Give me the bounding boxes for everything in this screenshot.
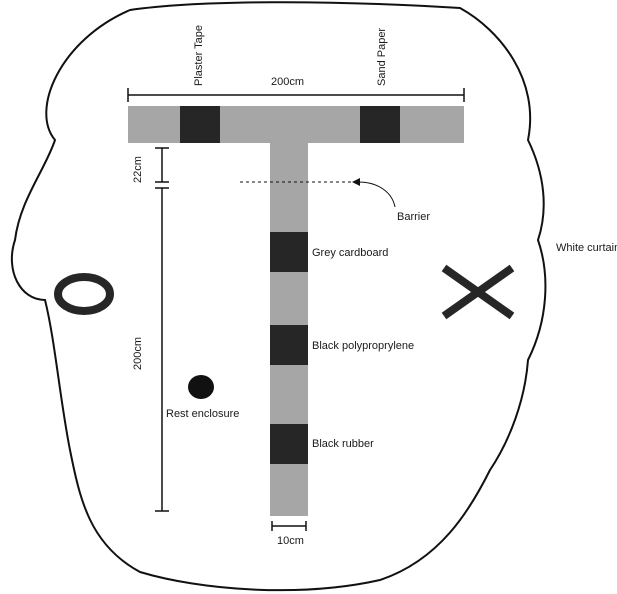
black-rubber-patch — [270, 424, 308, 464]
black-rubber-label: Black rubber — [312, 438, 374, 450]
sand-paper-label: Sand Paper — [376, 27, 388, 86]
gap-label: 22cm — [132, 156, 144, 183]
gap-dimension — [155, 147, 169, 183]
barrier-label: Barrier — [397, 211, 431, 223]
top-arm — [128, 106, 464, 143]
o-symbol — [54, 273, 114, 315]
stem-width-dimension — [271, 521, 307, 531]
top-width-label: 200cm — [271, 76, 305, 88]
x-symbol — [441, 264, 515, 320]
top-width-dimension — [127, 88, 465, 102]
stem-length-label: 200cm — [132, 336, 144, 370]
plaster-tape-label: Plaster Tape — [193, 25, 205, 86]
rest-enclosure-label: Rest enclosure — [166, 408, 240, 420]
plaster-tape-patch — [180, 106, 220, 143]
sand-paper-patch — [360, 106, 400, 143]
grey-cardboard-patch — [270, 232, 308, 272]
barrier-arrowhead — [352, 178, 360, 186]
black-polypropylene-patch — [270, 325, 308, 365]
barrier-arrow — [357, 181, 396, 208]
stem-length-dimension — [155, 187, 169, 512]
black-polypropylene-label: Black polyproprylene — [312, 340, 415, 352]
grey-cardboard-label: Grey cardboard — [312, 247, 389, 259]
white-curtain-label: White curtain — [556, 242, 617, 254]
rest-enclosure-dot — [188, 375, 214, 399]
stem-width-label: 10cm — [277, 535, 304, 547]
